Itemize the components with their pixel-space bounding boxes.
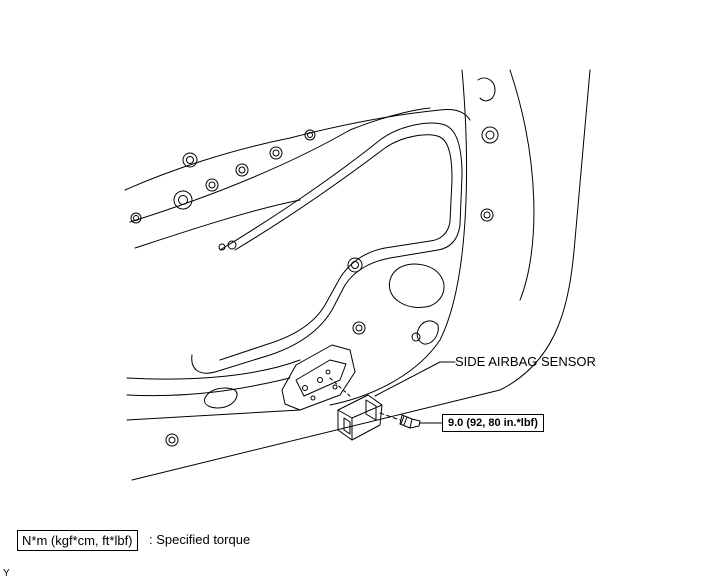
bracket-dashed-line (329, 377, 353, 399)
slot-top-right (477, 77, 496, 102)
sensor-bracket (281, 344, 356, 411)
slot-right (416, 320, 439, 345)
legend-unit-box: N*m (kgf*cm, ft*lbf) (17, 530, 138, 551)
window-opening (191, 122, 463, 374)
lower-frame-line (126, 409, 301, 421)
oval-cutout (388, 263, 445, 308)
lower-frame-top (126, 359, 301, 380)
lower-frame-bottom (126, 377, 291, 397)
side-airbag-sensor (337, 394, 383, 441)
door-rib-right (509, 69, 535, 301)
bolt (399, 414, 421, 429)
side-airbag-sensor-label: SIDE AIRBAG SENSOR (455, 354, 596, 369)
legend-description: : Specified torque (149, 532, 251, 547)
torque-spec-box: 9.0 (92, 80 in.*lbf) (442, 414, 544, 432)
window-opening-inner (219, 134, 453, 361)
installation-dashed-line (379, 412, 401, 421)
mounting-holes (130, 126, 499, 447)
upper-frame-top (124, 109, 471, 191)
figure-code: Y (3, 568, 10, 579)
door-outer-edge (131, 69, 591, 481)
door-outer-edge-inner (329, 69, 468, 406)
sensor-leader-line (374, 361, 456, 397)
slot-left (203, 387, 238, 409)
upper-frame-line2 (134, 199, 301, 249)
